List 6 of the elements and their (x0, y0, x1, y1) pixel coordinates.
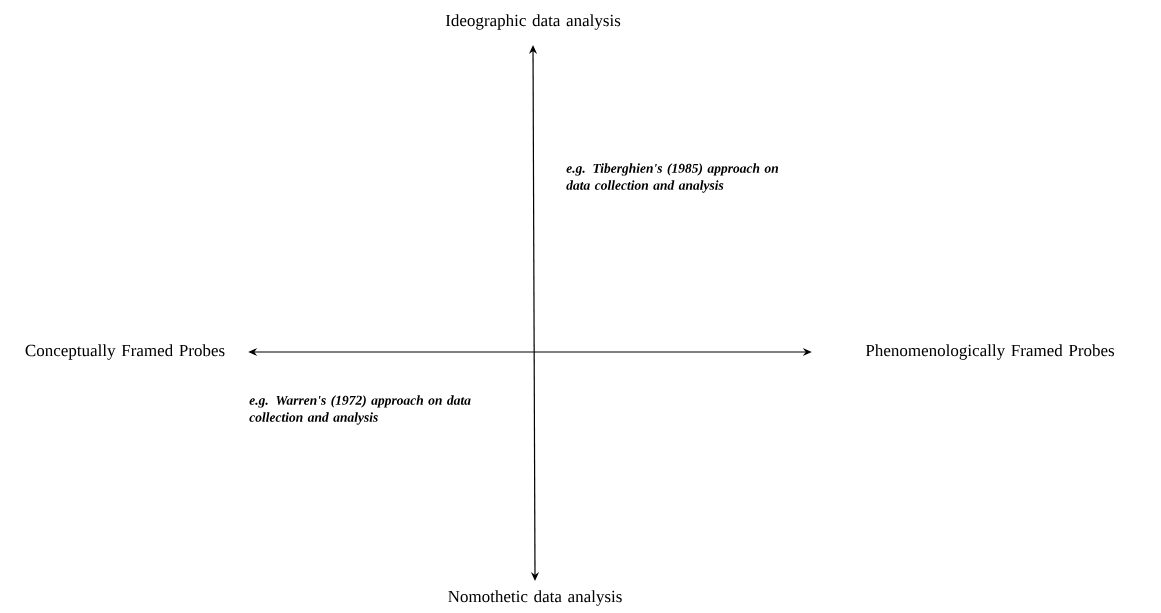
axis-label: Phenomenologically Framed Probes (865, 344, 1115, 360)
axis-label: Conceptually Framed Probes (25, 344, 225, 360)
example-note: e.g. Warren's (1972) approach on data collection and analysis (249, 395, 471, 425)
axis-label: Nomothetic data analysis (448, 590, 622, 606)
axis-label: Ideographic data analysis (445, 14, 621, 30)
example-note: e.g. Tiberghien's (1985) approach on data collection and analysis (566, 163, 779, 193)
